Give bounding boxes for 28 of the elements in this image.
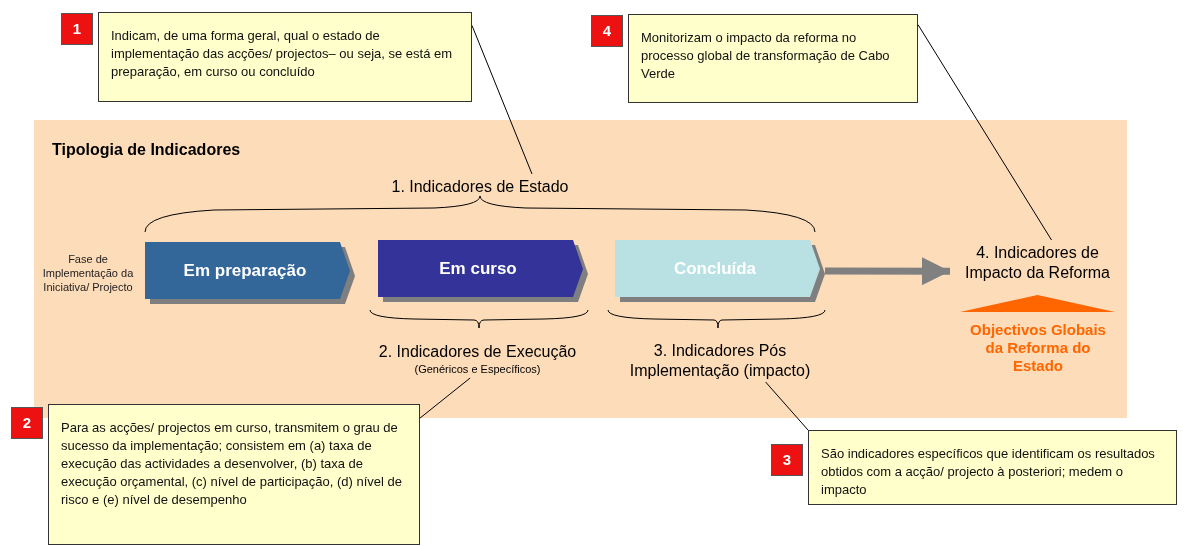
callout-text: Monitorizam o impacto da reforma no processo global de transformação de Cabo Verde: [641, 29, 891, 83]
indicator-sublabel: (Genéricos e Específicos): [414, 362, 541, 376]
indicator-label: 4. Indicadores de Impacto da Reforma: [964, 243, 1111, 283]
leader-line: [471, 25, 533, 175]
phase-block: [145, 242, 355, 304]
phase-label: Concluída: [673, 257, 757, 280]
row-label: Fase de Implementação da Iniciativa/ Projecto: [41, 252, 135, 294]
phase-label: Em preparação: [183, 259, 307, 282]
leader-line: [419, 377, 471, 419]
triangle-marker: [960, 295, 1115, 312]
indicator-label: 2. Indicadores de Execução: [378, 342, 577, 362]
leader-line: [765, 381, 809, 431]
number-badge: 2: [11, 407, 43, 439]
callout-text: São indicadores específicos que identificam os resultados obtidos com a acção/ projecto à posteriori; medem o impacto: [821, 445, 1156, 499]
indicator-label: 1. Indicadores de Estado: [391, 177, 569, 197]
phase-label: Em curso: [439, 257, 517, 280]
number-badge: 4: [591, 15, 623, 47]
panel-title: Tipologia de Indicadores: [52, 140, 241, 160]
category-panel: [34, 120, 1127, 418]
number-badge: 3: [771, 444, 803, 476]
number-badge: 1: [61, 13, 93, 45]
phase-block: [615, 240, 825, 302]
goal-label: Objectivos Globais da Reforma do Estado: [969, 321, 1107, 375]
callout-text: Indicam, de uma forma geral, qual o estado de implementação das acções/ projectos– ou seja, se está em preparação, em curso ou concluído: [111, 27, 454, 81]
phase-block: [378, 240, 588, 302]
leader-line: [917, 24, 1052, 241]
callout-text: Para as acções/ projectos em curso, transmitem o grau de sucesso da implementação; consistem em (a) taxa de execução das actividades a desenvolver, (b) taxa de execução orçamental, (c) nível de participação, (d) nível de risco e (e) nível de desempenho: [61, 419, 404, 509]
indicator-label: 3. Indicadores Pós Implementação (impacto): [628, 341, 812, 381]
